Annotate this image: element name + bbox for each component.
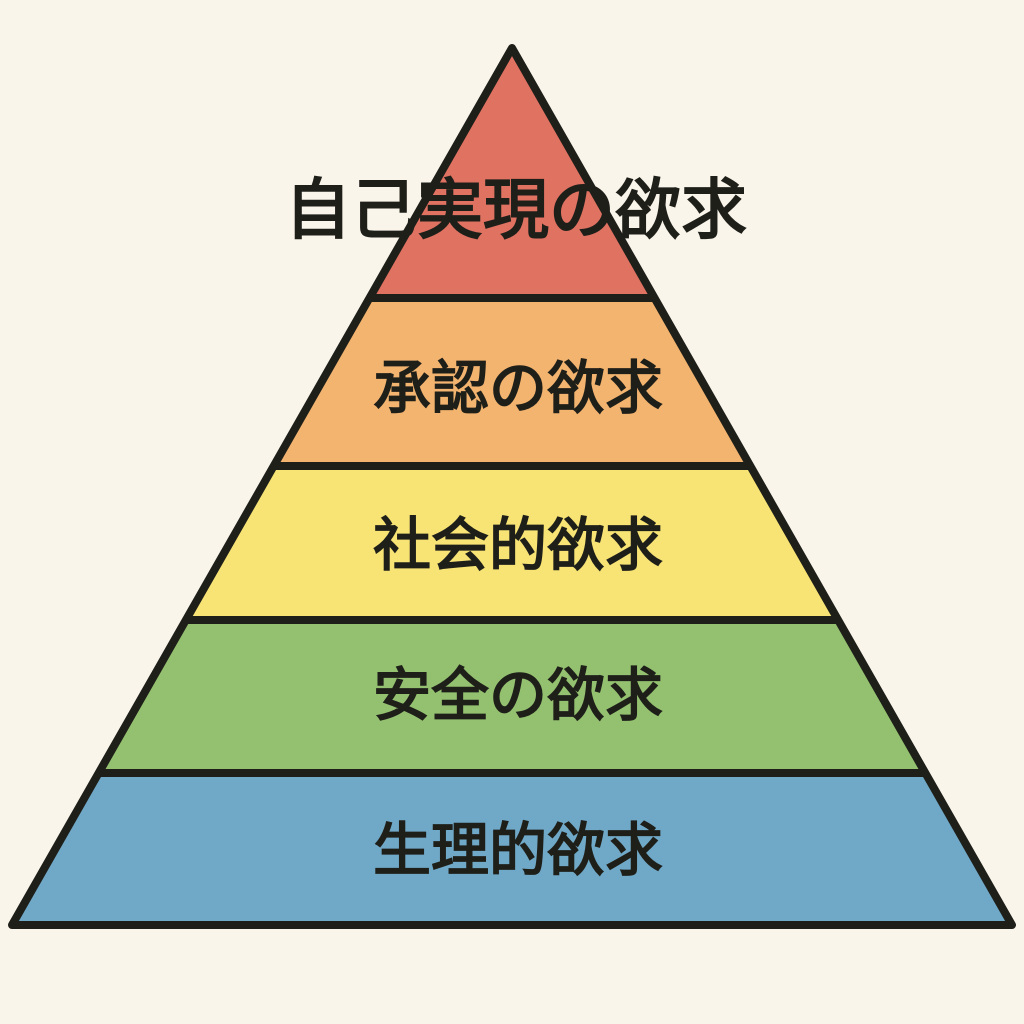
level-esteem (274, 298, 750, 466)
level-safety (99, 620, 925, 773)
level-physiological (12, 773, 1012, 925)
label-physiological: 生理的欲求 (373, 816, 663, 884)
pyramid-outline (8, 44, 1016, 929)
label-social: 社会的欲求 (373, 511, 663, 579)
label-self-actualization: 自己実現の欲求 (285, 172, 747, 249)
label-safety: 安全の欲求 (373, 661, 663, 729)
label-esteem: 承認の欲求 (373, 354, 663, 422)
level-self-actualization (369, 48, 655, 298)
level-social (186, 466, 838, 620)
